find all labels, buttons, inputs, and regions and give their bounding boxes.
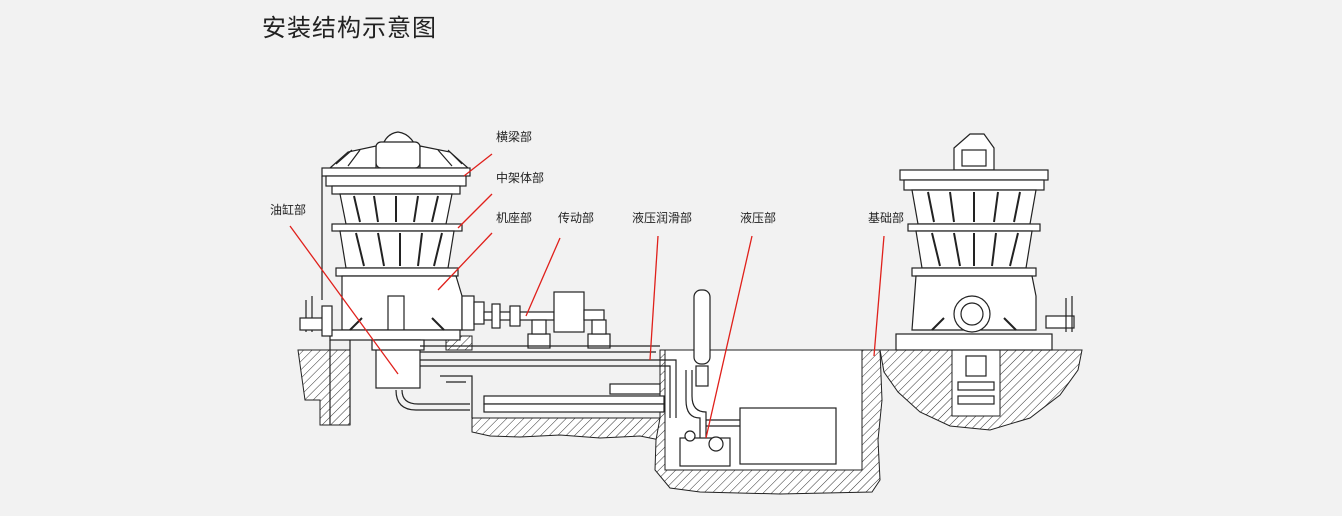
label-crossbeam: 横梁部 (496, 129, 532, 144)
label-base: 机座部 (496, 210, 532, 225)
part-labels: 横梁部 中架体部 机座部 油缸部 传动部 液压润滑部 液压部 基础部 (270, 129, 904, 225)
leader-cylinder (289, 225, 399, 375)
page-title: 安装结构示意图 (262, 14, 437, 42)
leader-crossbeam (463, 153, 493, 177)
leader-lube (649, 235, 659, 361)
leader-foundation (873, 235, 885, 357)
drive-unit (483, 291, 611, 349)
pipework (395, 345, 740, 440)
leader-drive (525, 237, 561, 317)
left-crusher (299, 131, 485, 425)
label-drive: 传动部 (558, 210, 594, 225)
label-lube: 液压润滑部 (632, 210, 692, 225)
leader-midframe (457, 193, 493, 229)
label-foundation: 基础部 (868, 210, 904, 225)
right-crusher (895, 133, 1075, 405)
leader-lines (289, 153, 885, 439)
leader-base (437, 232, 493, 291)
label-cylinder: 油缸部 (270, 202, 306, 217)
leader-hydraulic (705, 235, 753, 439)
label-midframe: 中架体部 (496, 170, 544, 185)
label-hydraulic: 液压部 (740, 210, 776, 225)
hydraulic-station (679, 289, 837, 467)
